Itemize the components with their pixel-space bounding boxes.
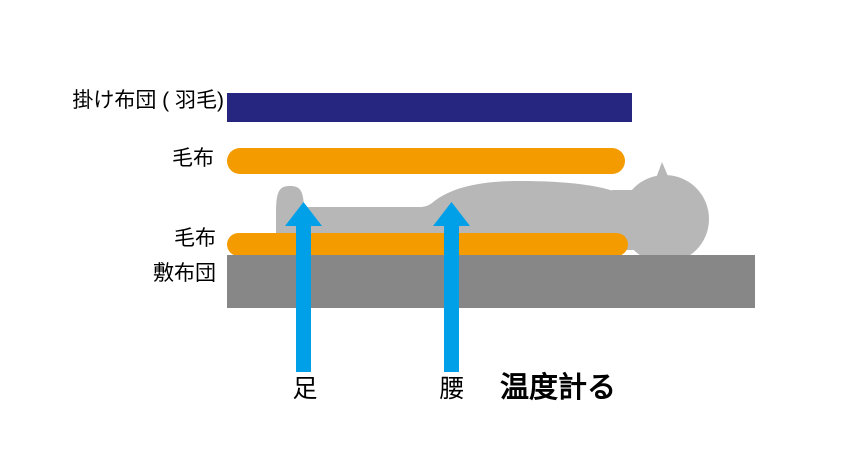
body-head [621, 175, 709, 263]
label-arrow-hip: 腰 [439, 375, 465, 403]
duvet-bar [227, 93, 632, 122]
label-duvet: 掛け布団 ( 羽毛) [72, 89, 224, 112]
body-torso [276, 181, 650, 250]
label-blanket-bottom: 毛布 [174, 227, 216, 250]
blanket-bottom-pill [227, 233, 628, 256]
label-mattress: 敷布団 [153, 262, 216, 285]
body-feet [276, 186, 304, 212]
blanket-top-pill [227, 148, 625, 174]
label-blanket-top: 毛布 [172, 147, 214, 170]
label-measure-note: 温度計る [500, 372, 617, 404]
sleeping-body-silhouette [276, 162, 709, 263]
arrow-feet [285, 202, 322, 372]
mattress-bar [227, 255, 755, 308]
head-tuft [655, 162, 670, 181]
label-arrow-feet: 足 [292, 375, 318, 403]
arrow-hip [433, 202, 470, 372]
